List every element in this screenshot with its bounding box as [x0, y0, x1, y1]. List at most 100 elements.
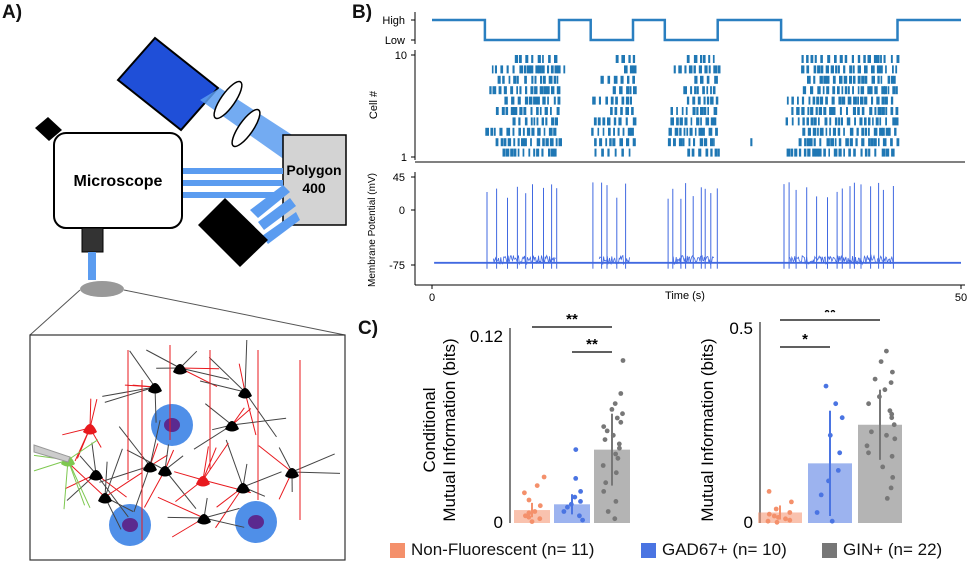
raster-spike	[837, 127, 841, 136]
raster-spike	[610, 96, 614, 105]
raster-spike	[527, 65, 531, 74]
raster-spike	[557, 96, 561, 105]
data-point	[578, 489, 583, 494]
data-point	[532, 509, 538, 514]
camera-icon	[198, 198, 268, 267]
data-point	[526, 514, 532, 520]
raster-spike	[895, 86, 898, 95]
raster-spike	[812, 148, 816, 157]
raster-spike	[704, 65, 708, 74]
soma	[148, 383, 162, 394]
raster-spike	[871, 96, 874, 105]
raster-spike	[556, 107, 560, 115]
raster-spike	[881, 96, 885, 105]
dendrite	[91, 442, 97, 475]
raster-spike	[802, 127, 806, 136]
data-point	[789, 499, 794, 505]
raster-spike	[712, 86, 716, 95]
raster-spike	[523, 138, 527, 147]
raster-spike	[846, 117, 851, 126]
raster-spike	[879, 117, 882, 126]
raster-spike	[895, 107, 899, 115]
raster-spike	[698, 65, 702, 74]
raster-spike	[879, 65, 883, 74]
raster-spike	[673, 65, 676, 74]
raster-spike	[530, 86, 534, 95]
raster-spike	[547, 65, 550, 74]
raster-spike	[633, 86, 637, 95]
raster-spike	[545, 138, 549, 147]
vm-subthreshold	[598, 254, 630, 266]
raster-spike	[620, 75, 624, 84]
raster-spike	[791, 117, 794, 126]
raster-spike	[621, 55, 625, 63]
raster-spike	[819, 96, 824, 105]
raster-spike	[627, 75, 630, 84]
dendrite	[104, 386, 156, 403]
raster-spike	[822, 86, 825, 95]
raster-spike	[817, 65, 821, 74]
raster-spike	[791, 96, 794, 105]
raster-spike	[802, 86, 807, 95]
raster-spike	[853, 148, 856, 157]
raster-spike	[541, 65, 545, 74]
raster-spike	[485, 127, 489, 136]
raster-spike	[861, 127, 865, 136]
raster-spike	[632, 55, 636, 63]
raster-spike	[890, 96, 894, 105]
raster-spike	[542, 55, 544, 63]
raster-spike	[856, 127, 859, 136]
raster-spike	[531, 75, 534, 84]
projection-beams	[180, 168, 283, 198]
raster-spike	[829, 107, 833, 115]
dendrite	[199, 380, 246, 393]
raster-spike	[879, 127, 883, 136]
soma	[143, 462, 157, 473]
setup-diagram: Polygon 400 Microscope	[29, 36, 347, 561]
raster-spike	[885, 96, 888, 105]
zoom-line-left	[29, 289, 81, 336]
raster-spike	[829, 117, 832, 126]
raster-spike	[873, 138, 877, 147]
dendrite	[63, 459, 69, 510]
raster-spike	[629, 96, 632, 105]
raster-spike	[614, 107, 618, 115]
raster-spike	[703, 107, 707, 115]
raster-spike	[810, 107, 814, 115]
raster-spike	[700, 107, 704, 115]
soma	[83, 424, 97, 435]
soma	[197, 514, 211, 525]
raster-spike	[703, 96, 706, 105]
raster-spike	[700, 75, 704, 84]
data-point	[572, 494, 578, 500]
dendrite	[164, 444, 169, 471]
raster-spike	[807, 148, 811, 157]
raster-spike	[593, 117, 597, 126]
data-point	[887, 408, 893, 414]
raster-spike	[713, 107, 718, 115]
raster-spike	[804, 138, 807, 147]
raster-spike	[890, 138, 893, 147]
raster-spike	[699, 138, 704, 147]
data-point	[766, 489, 772, 494]
raster-spike	[810, 117, 814, 126]
raster-spike	[857, 86, 860, 95]
raster-spike	[868, 127, 870, 136]
raster-spike	[537, 127, 541, 136]
raster-spike	[495, 107, 499, 115]
data-point	[818, 492, 824, 498]
raster-spike	[810, 86, 814, 95]
time-xlabel: Time (s)	[665, 290, 705, 302]
raster-spike	[801, 65, 805, 74]
raster-spike	[750, 138, 753, 147]
data-point	[603, 480, 609, 486]
data-point	[620, 358, 626, 363]
data-point	[787, 517, 793, 523]
raster-spike	[679, 117, 683, 126]
raster-spike	[607, 148, 610, 157]
mi-ytick-top: 0.5	[729, 319, 753, 338]
raster-spike	[819, 138, 822, 147]
membrane-trace	[434, 182, 961, 269]
raster-spike	[555, 138, 558, 147]
raster-spike	[801, 96, 805, 105]
